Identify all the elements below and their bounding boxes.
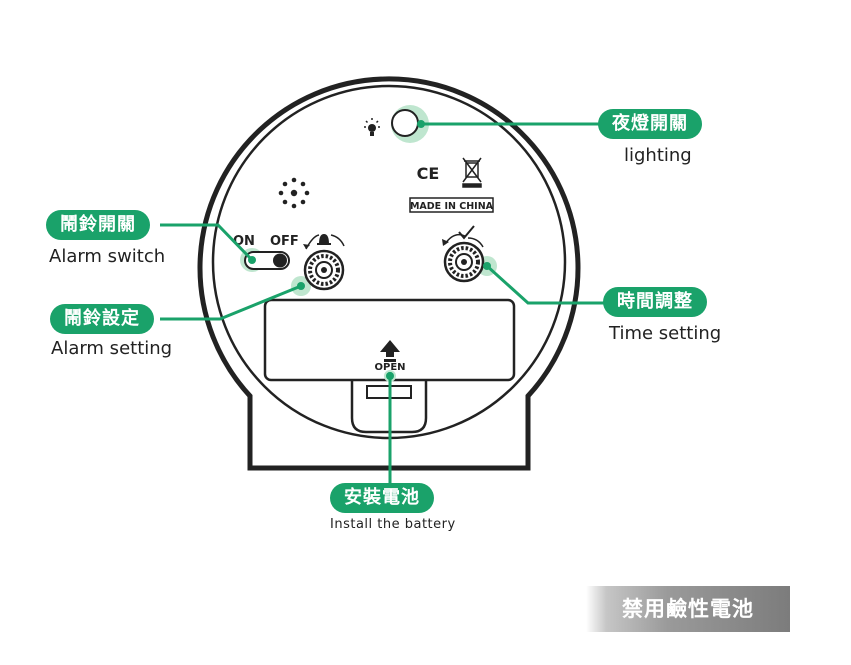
time-setting-caption: Time setting bbox=[609, 323, 722, 344]
open-arrow-icon bbox=[380, 340, 400, 362]
night-light-caption: lighting bbox=[624, 145, 692, 166]
alarm-switch-knob[interactable] bbox=[273, 253, 287, 268]
bell-icon bbox=[303, 234, 345, 250]
rotate-arrow-icon bbox=[442, 225, 484, 248]
switch-off-label: OFF bbox=[270, 234, 299, 249]
ce-mark: CE bbox=[417, 164, 440, 183]
battery-caption: Install the battery bbox=[330, 517, 456, 532]
weee-bin-icon bbox=[462, 157, 482, 188]
alarm-setting-caption: Alarm setting bbox=[51, 338, 173, 359]
switch-on-label: ON bbox=[233, 234, 255, 249]
alarm-switch-caption: Alarm switch bbox=[49, 246, 166, 267]
made-in-box bbox=[409, 197, 494, 213]
night-light-button[interactable] bbox=[391, 109, 419, 137]
leader-dots bbox=[248, 120, 491, 380]
alarm-knob[interactable] bbox=[303, 249, 345, 291]
battery-callout: 安裝電池 bbox=[330, 483, 434, 513]
time-setting-callout: 時間調整 bbox=[603, 287, 707, 317]
time-knob[interactable] bbox=[443, 241, 485, 283]
leader-lines bbox=[160, 122, 614, 497]
alkaline-warning-banner: 禁用鹼性電池 bbox=[586, 586, 790, 632]
speaker-holes bbox=[278, 177, 310, 209]
battery-open-label: OPEN bbox=[374, 362, 405, 373]
night-light-callout: 夜燈開關 bbox=[598, 109, 702, 139]
alarm-setting-callout: 鬧鈴設定 bbox=[50, 304, 154, 334]
lightbulb-icon bbox=[364, 118, 380, 136]
made-in-label: MADE IN CHINA bbox=[410, 201, 494, 212]
alarm-switch-callout: 鬧鈴開關 bbox=[46, 210, 150, 240]
